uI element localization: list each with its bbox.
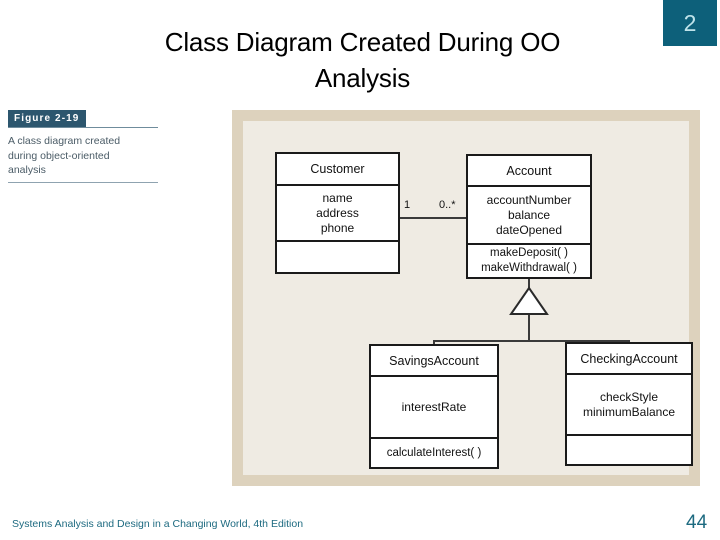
association-line-customer-account	[400, 217, 466, 219]
page-title: Class Diagram Created During OO Analysis	[90, 24, 635, 96]
generalization-stem-upper	[528, 279, 530, 289]
uml-class-checking-account-attributes: checkStyle minimumBalance	[567, 375, 691, 436]
slide-number-badge: 2	[663, 0, 717, 46]
generalization-triangle-icon	[509, 286, 549, 315]
uml-attribute: accountNumber	[486, 192, 572, 207]
generalization-stem-lower	[528, 314, 530, 341]
multiplicity-account-side: 0..*	[439, 199, 456, 211]
figure-caption-line-3: analysis	[8, 164, 46, 176]
figure-caption-text: A class diagram created during object-or…	[8, 134, 158, 178]
uml-class-savings-account-attributes: interestRate	[371, 377, 497, 439]
generalization-drop-savings	[433, 340, 435, 346]
slide-number-badge-label: 2	[683, 10, 697, 36]
uml-class-customer-operations	[277, 242, 398, 272]
page-title-line-2: Analysis	[314, 63, 411, 93]
uml-class-account-name: Account	[468, 156, 590, 187]
figure-bottom-rule	[8, 181, 158, 183]
uml-attribute: interestRate	[401, 399, 467, 414]
uml-operation: makeWithdrawal( )	[481, 262, 577, 274]
uml-class-customer-name: Customer	[277, 154, 398, 186]
page-number: 44	[686, 512, 708, 533]
figure-caption-line-2: during object-oriented	[8, 149, 110, 162]
page-title-line-1: Class Diagram Created During OO	[164, 27, 561, 57]
figure-label: Figure 2-19	[8, 110, 87, 127]
uml-class-account-operations: makeDeposit( ) makeWithdrawal( )	[468, 245, 590, 277]
uml-class-savings-account[interactable]: SavingsAccount interestRate calculateInt…	[369, 344, 499, 469]
uml-attribute: dateOpened	[495, 222, 563, 237]
diagram-panel: 1 0..* Customer name address phone Accou…	[232, 110, 700, 486]
uml-attribute: name	[322, 190, 353, 205]
uml-class-checking-account-name: CheckingAccount	[567, 344, 691, 375]
uml-attribute: phone	[320, 220, 355, 235]
multiplicity-customer-side: 1	[404, 199, 411, 211]
uml-class-customer[interactable]: Customer name address phone	[275, 152, 400, 274]
uml-class-account-attributes: accountNumber balance dateOpened	[468, 187, 590, 245]
footer-citation: Systems Analysis and Design in a Changin…	[12, 518, 304, 530]
uml-attribute: checkStyle	[599, 389, 659, 404]
uml-class-checking-account[interactable]: CheckingAccount checkStyle minimumBalanc…	[565, 342, 693, 466]
generalization-horizontal-bar	[433, 340, 629, 342]
diagram-canvas: 1 0..* Customer name address phone Accou…	[243, 121, 693, 475]
uml-class-customer-attributes: name address phone	[277, 186, 398, 242]
uml-class-savings-account-operations: calculateInterest( )	[371, 439, 497, 467]
uml-operation: makeDeposit( )	[490, 247, 568, 259]
uml-attribute: address	[316, 205, 359, 220]
uml-class-savings-account-name: SavingsAccount	[371, 346, 497, 377]
uml-class-checking-account-operations	[567, 436, 691, 464]
uml-class-account[interactable]: Account accountNumber balance dateOpened…	[466, 154, 592, 279]
figure-caption-block: Figure 2-19 A class diagram created duri…	[8, 108, 158, 183]
uml-operation: calculateInterest( )	[386, 446, 482, 459]
uml-attribute: minimumBalance	[582, 404, 676, 419]
uml-attribute: balance	[507, 207, 551, 222]
figure-caption-line-1: A class diagram created	[8, 135, 121, 147]
figure-label-rule	[8, 127, 158, 128]
